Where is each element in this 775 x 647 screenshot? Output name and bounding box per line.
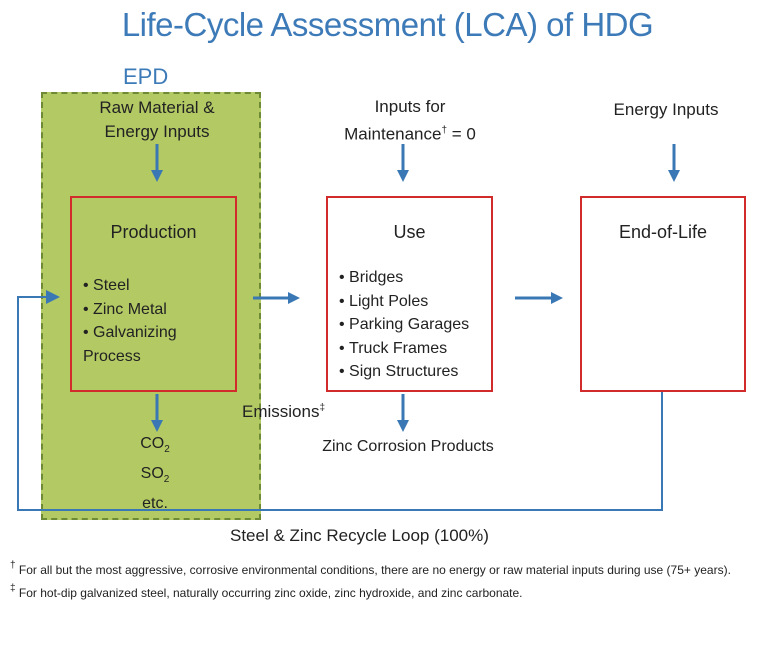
production-title: Production [110, 222, 197, 242]
use-title: Use [393, 222, 426, 242]
epd-label: EPD [123, 64, 169, 89]
recycle-loop-arrowhead [46, 290, 60, 304]
footnote-mark: † [10, 560, 16, 571]
emissions-text: Emissions [242, 402, 320, 421]
footnote-text: For all but the most aggressive, corrosi… [18, 563, 731, 577]
end-of-life-stage-box: End-of-Life [580, 196, 746, 392]
raw-material-inputs-label: Raw Material & Energy Inputs [99, 98, 215, 141]
maintenance-inputs-text: Inputs for Maintenance [344, 97, 446, 144]
end-of-life-title: End-of-Life [618, 222, 708, 242]
co2-text: CO [140, 435, 165, 452]
production-outputs-label: CO2 SO2 etc. [120, 432, 190, 516]
maintenance-inputs-label: Inputs for Maintenance† = 0 [340, 95, 480, 147]
so2-text: SO [140, 465, 164, 483]
use-item: Sign Structures [339, 360, 469, 384]
so2-subscript: 2 [163, 474, 170, 486]
footnote-text: For hot-dip galvanized steel, naturally … [18, 586, 523, 600]
use-item: Truck Frames [339, 337, 469, 361]
maintenance-inputs-value: = 0 [447, 124, 476, 144]
use-item: Parking Garages [339, 313, 469, 337]
production-item: Steel [83, 274, 235, 298]
production-stage-box: Production Steel Zinc Metal Galvanizing … [70, 196, 237, 392]
use-stage-box: Use Bridges Light Poles Parking Garages … [326, 196, 493, 392]
footnote-dagger: † For all but the most aggressive, corro… [10, 560, 731, 577]
recycle-loop-line [17, 296, 663, 511]
use-item: Light Poles [339, 290, 469, 314]
production-item: Galvanizing Process [83, 321, 235, 368]
page-title: Life-Cycle Assessment (LCA) of HDG [121, 6, 654, 43]
emissions-footnote-mark: ‡ [319, 402, 326, 414]
production-item: Zinc Metal [83, 298, 235, 322]
zinc-corrosion-products-label: Zinc Corrosion Products [322, 438, 494, 455]
footnote-double-dagger: ‡ For hot-dip galvanized steel, naturall… [10, 583, 523, 600]
use-items-list: Bridges Light Poles Parking Garages Truc… [339, 266, 469, 384]
use-item: Bridges [339, 266, 469, 290]
co2-subscript: 2 [164, 444, 170, 456]
emissions-label: Emissions‡ [242, 402, 325, 422]
etc-text: etc. [142, 495, 168, 513]
energy-inputs-label: Energy Inputs [613, 100, 719, 119]
maintenance-footnote-mark: † [441, 125, 448, 136]
recycle-loop-label: Steel & Zinc Recycle Loop (100%) [230, 526, 489, 545]
footnote-mark: ‡ [10, 583, 16, 594]
production-items-list: Steel Zinc Metal Galvanizing Process [83, 274, 235, 368]
